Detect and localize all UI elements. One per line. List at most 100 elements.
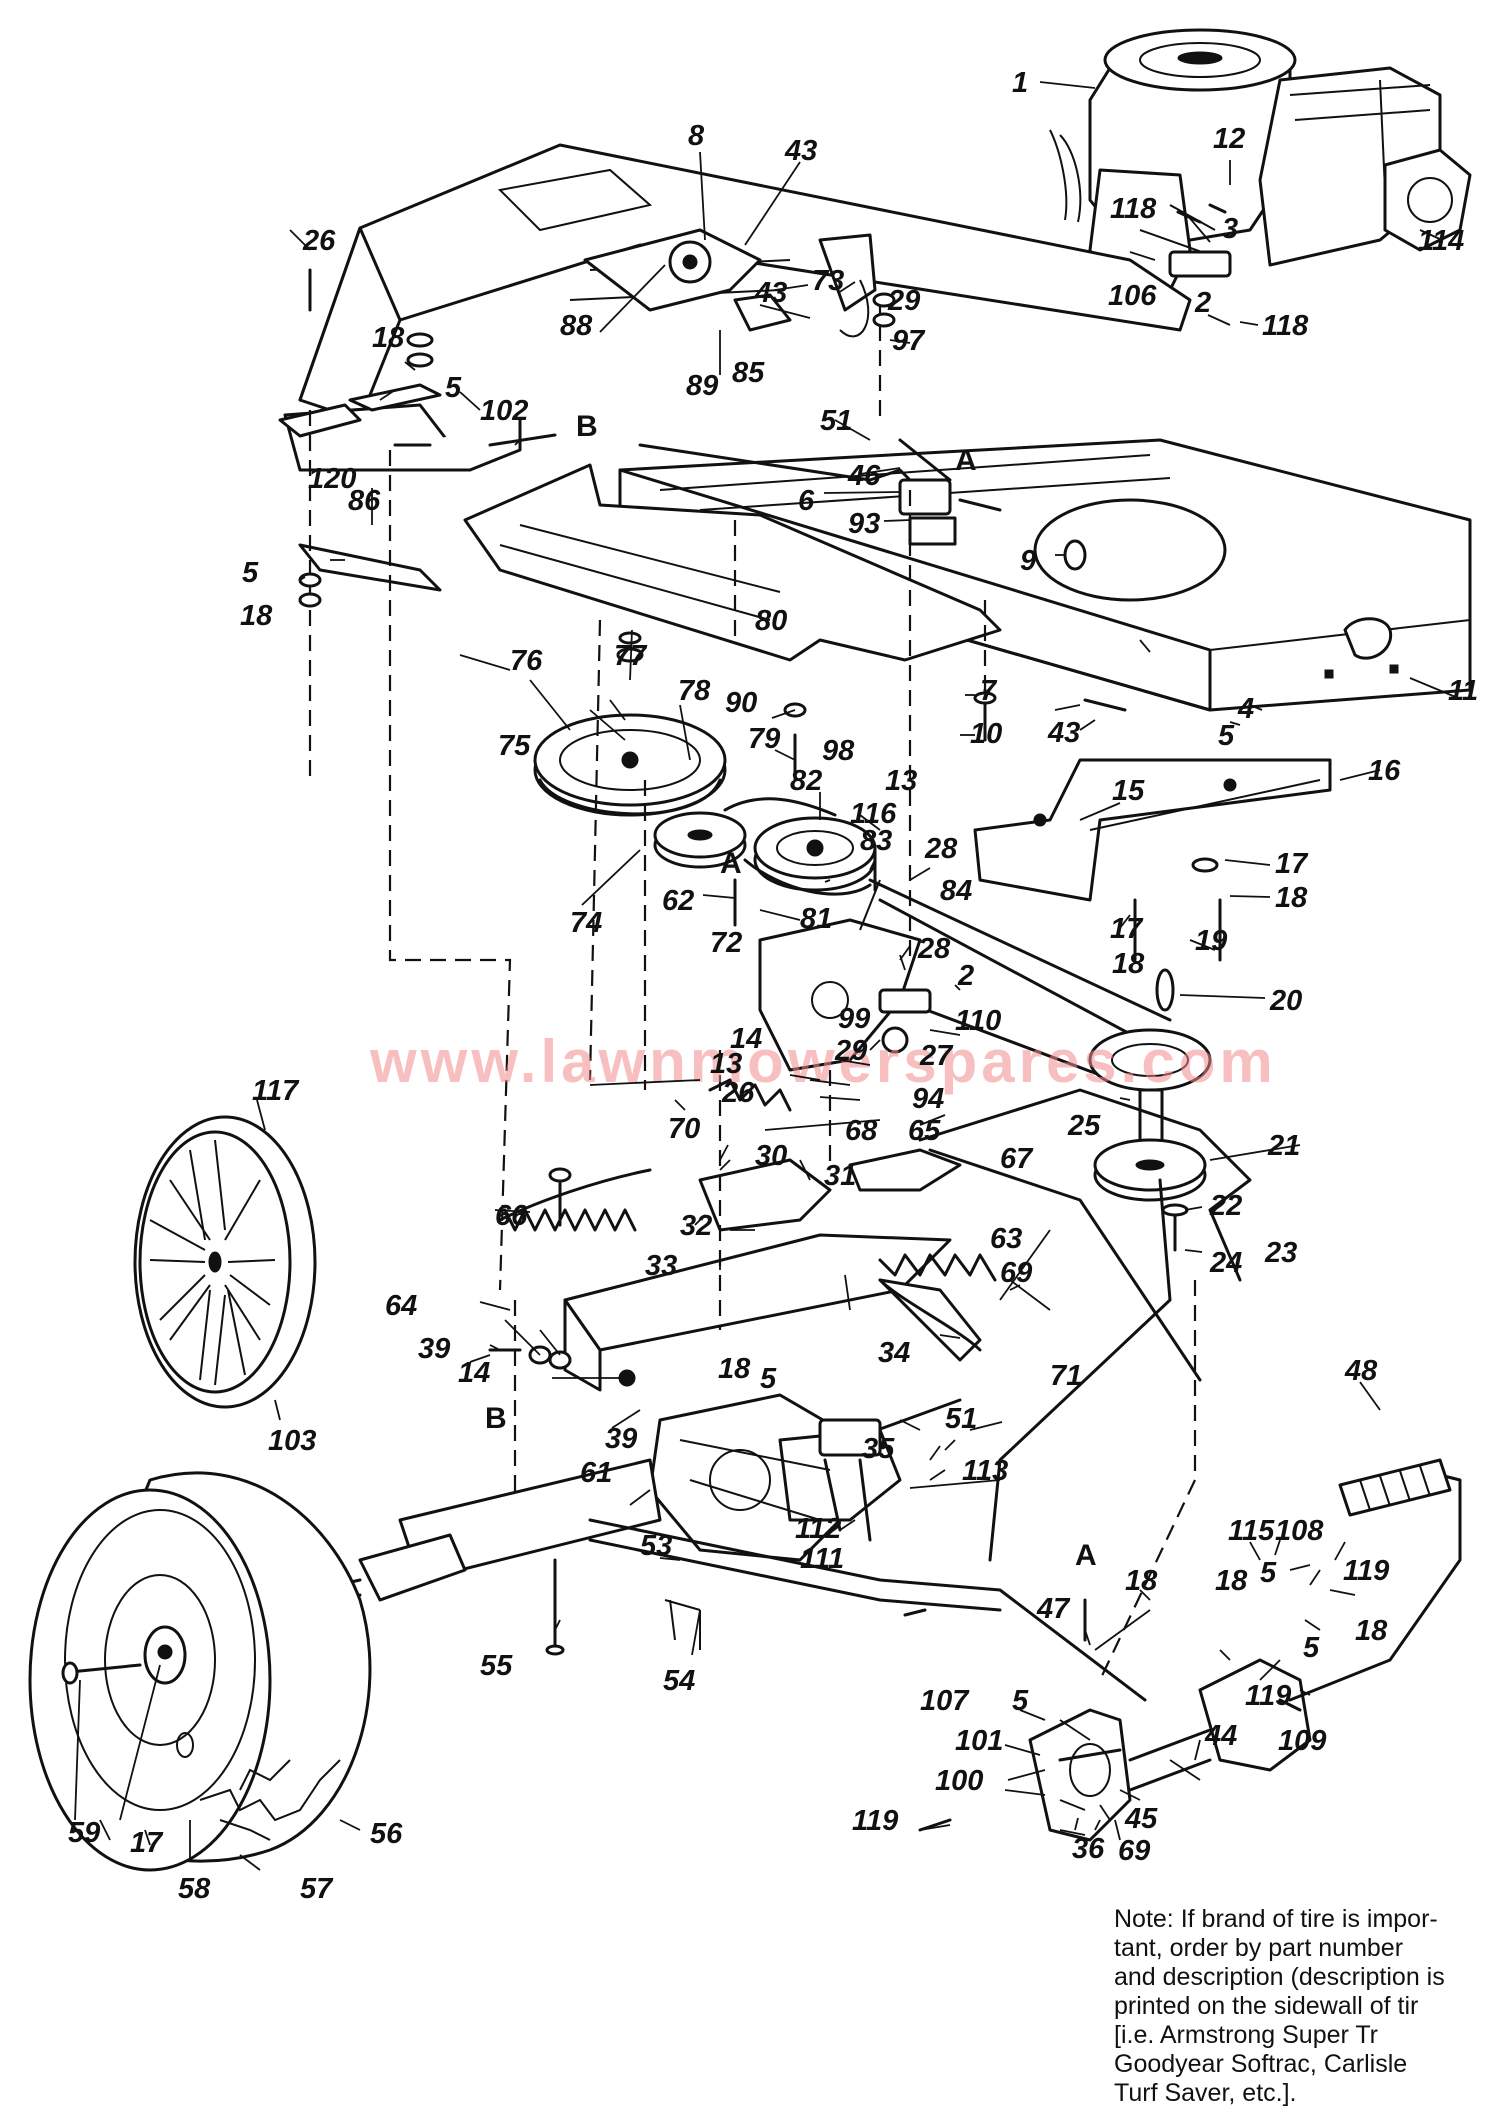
callout-18-e: 18 — [718, 1353, 751, 1385]
callout-71: 71 — [1050, 1360, 1082, 1392]
callout-18-g: 18 — [1215, 1565, 1248, 1597]
callout-86: 86 — [348, 485, 381, 517]
callout-108: 108 — [1275, 1515, 1324, 1547]
callout-2-lower: 2 — [957, 960, 974, 992]
callout-114: 114 — [1418, 225, 1464, 257]
callout-39-lower: 39 — [605, 1423, 637, 1455]
label-A-upper: A — [955, 444, 977, 477]
callout-18-b: 18 — [240, 600, 273, 632]
note-line: Note: If brand of tire is impor- — [1114, 1905, 1438, 1933]
callout-25: 25 — [1067, 1110, 1101, 1142]
callout-68: 68 — [845, 1115, 878, 1147]
callout-44: 44 — [1204, 1720, 1237, 1752]
callout-115: 115 — [1228, 1515, 1275, 1547]
callout-81: 81 — [800, 903, 832, 935]
callout-55: 55 — [480, 1650, 513, 1682]
callout-6: 6 — [798, 485, 815, 517]
callout-82: 82 — [790, 765, 822, 797]
callout-5-b: 5 — [242, 557, 259, 589]
label-A-mid: A — [720, 847, 742, 880]
callout-84: 84 — [940, 875, 972, 907]
callout-26-upper: 26 — [302, 225, 336, 257]
callout-29-lower: 29 — [834, 1035, 867, 1067]
callout-97: 97 — [892, 325, 926, 357]
callout-94: 94 — [912, 1083, 944, 1115]
callout-5-e: 5 — [1260, 1557, 1277, 1589]
callout-43-lower: 43 — [1047, 717, 1080, 749]
callout-1: 1 — [1012, 67, 1028, 99]
callout-111: 111 — [800, 1543, 844, 1575]
callout-5-f: 5 — [1303, 1632, 1320, 1664]
label-B-upper: B — [576, 410, 598, 443]
mount-plate-upper — [583, 228, 877, 338]
note-line: tant, order by part number — [1114, 1934, 1404, 1962]
callout-17-b: 17 — [1110, 913, 1144, 945]
callout-98: 98 — [822, 735, 855, 767]
callout-61: 61 — [580, 1457, 612, 1489]
callout-72: 72 — [710, 927, 742, 959]
callout-73: 73 — [812, 265, 844, 297]
callout-101: 101 — [955, 1725, 1003, 1757]
callout-24: 24 — [1209, 1247, 1242, 1279]
callout-116: 116 — [850, 798, 897, 830]
callout-43-upper: 43 — [784, 135, 817, 167]
callout-18-c: 18 — [1275, 882, 1308, 914]
callout-57: 57 — [300, 1873, 334, 1905]
callout-2-upper: 2 — [1194, 287, 1211, 319]
callout-74: 74 — [570, 907, 602, 939]
callout-88: 88 — [560, 310, 593, 342]
callout-76: 76 — [510, 645, 543, 677]
bracket-15-16 — [973, 758, 1332, 902]
callout-45: 45 — [1124, 1803, 1158, 1835]
callout-35: 35 — [862, 1433, 895, 1465]
callout-13-upper: 13 — [885, 765, 917, 797]
callout-8: 8 — [688, 120, 705, 152]
callout-119-lower: 119 — [852, 1805, 898, 1837]
note-line: and description (description is — [1114, 1963, 1445, 1991]
callout-67: 67 — [1000, 1143, 1034, 1175]
callout-112: 112 — [795, 1513, 841, 1545]
callout-90: 90 — [725, 687, 757, 719]
callout-70: 70 — [668, 1113, 700, 1145]
callout-119-mid: 119 — [1245, 1680, 1291, 1712]
callout-106: 106 — [1108, 280, 1157, 312]
callout-7: 7 — [980, 675, 998, 707]
rim-103 — [133, 1115, 317, 1409]
callout-102: 102 — [480, 395, 528, 427]
callout-5-c: 5 — [1218, 720, 1235, 752]
tire-assembly — [28, 1471, 372, 1872]
callout-63: 63 — [990, 1223, 1022, 1255]
callout-43-mid: 43 — [754, 277, 787, 309]
callout-62: 62 — [662, 885, 694, 917]
clutch-bracket — [498, 1078, 1252, 1392]
watermark-text: www.lawnmowerspares.com — [369, 1028, 1277, 1095]
callout-56: 56 — [370, 1818, 403, 1850]
callout-78: 78 — [678, 675, 711, 707]
callout-48: 48 — [1344, 1355, 1378, 1387]
callout-27: 27 — [919, 1040, 954, 1072]
callout-103: 103 — [268, 1425, 316, 1457]
callout-69-lower: 69 — [1118, 1835, 1150, 1867]
callout-47: 47 — [1036, 1593, 1071, 1625]
callout-65: 65 — [908, 1115, 941, 1147]
callout-113: 113 — [962, 1455, 1008, 1487]
callout-59: 59 — [68, 1817, 100, 1849]
callout-21: 21 — [1267, 1130, 1300, 1162]
callout-83: 83 — [860, 825, 892, 857]
callout-31: 31 — [824, 1160, 856, 1192]
callout-33: 33 — [645, 1250, 677, 1282]
transaxle — [266, 1393, 1147, 1702]
callout-93: 93 — [848, 508, 880, 540]
pulley-assembly — [533, 713, 1212, 1202]
note-line: [i.e. Armstrong Super Tr — [1114, 2021, 1378, 2049]
callout-51-lower: 51 — [945, 1403, 977, 1435]
callout-19: 19 — [1195, 925, 1227, 957]
callout-29-upper: 29 — [887, 285, 920, 317]
callout-10: 10 — [970, 718, 1002, 750]
note-line: printed on the sidewall of tir — [1114, 1992, 1419, 2020]
callout-22: 22 — [1209, 1190, 1242, 1222]
callout-118-upper: 118 — [1110, 193, 1157, 225]
callout-53: 53 — [640, 1530, 672, 1562]
